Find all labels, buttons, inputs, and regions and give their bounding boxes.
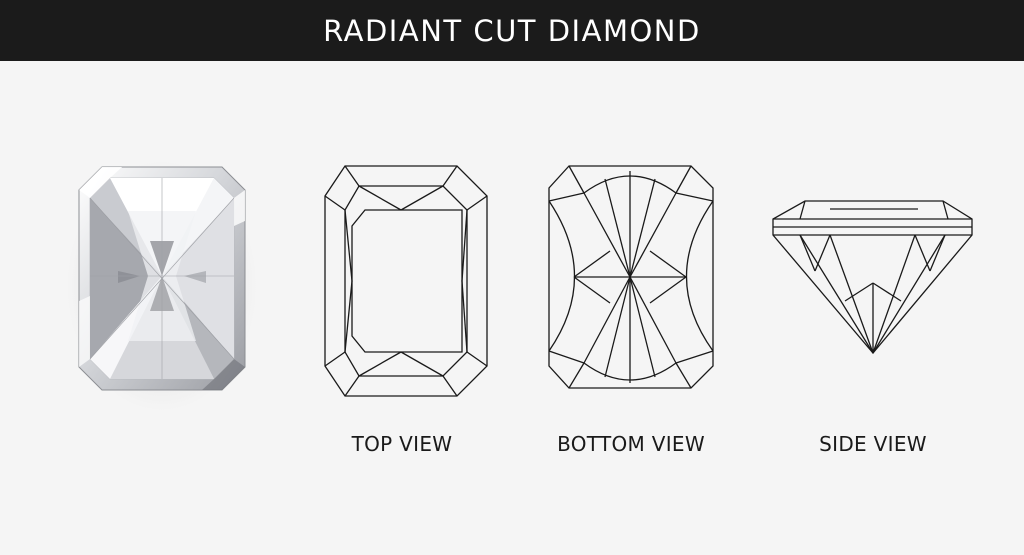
bottom-view-label: BOTTOM VIEW — [557, 432, 705, 456]
side-view-label: SIDE VIEW — [819, 432, 927, 456]
top-view-diagram — [324, 165, 488, 397]
top-view-label: TOP VIEW — [351, 432, 453, 456]
title-bar: RADIANT CUT DIAMOND — [0, 0, 1024, 61]
bottom-view-diagram — [548, 165, 714, 389]
diamond-photo — [67, 161, 257, 411]
diamond-illustrations — [67, 161, 973, 411]
diagram-area: TOP VIEW BOTTOM VIEW SIDE VIEW — [0, 61, 1024, 555]
page-title: RADIANT CUT DIAMOND — [323, 13, 701, 48]
side-view-diagram — [772, 200, 973, 355]
